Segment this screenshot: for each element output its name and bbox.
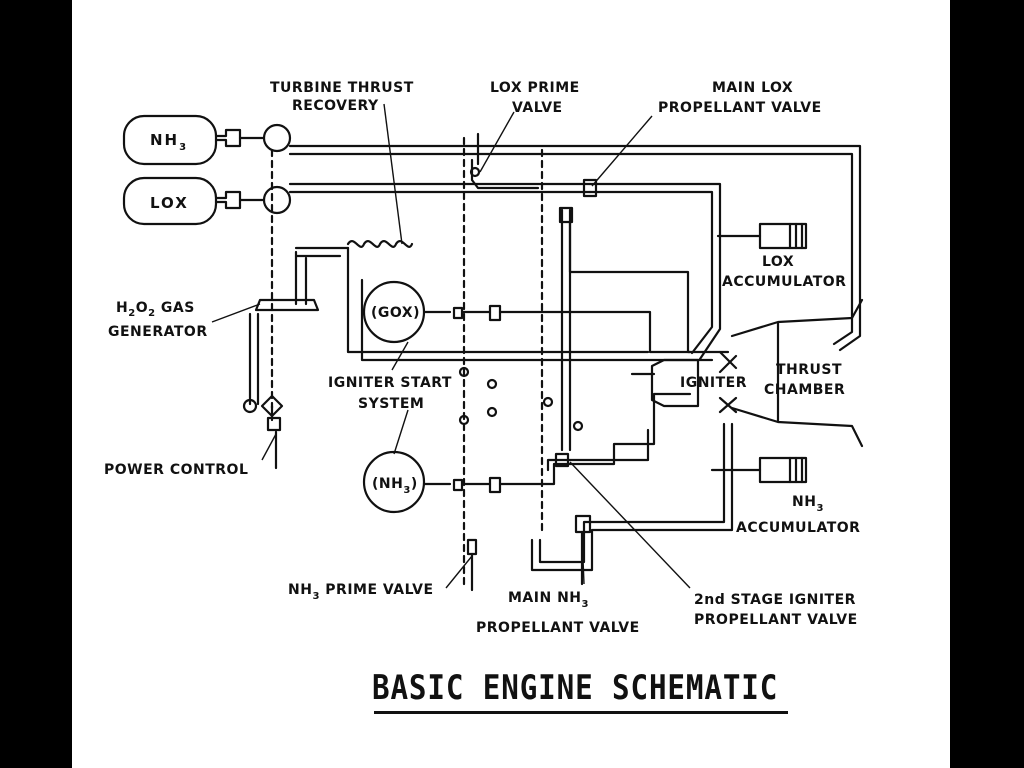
igniter-start-system-label-2: SYSTEM [358, 396, 424, 412]
title-underline [374, 711, 788, 714]
lox-accumulator-label-2: ACCUMULATOR [722, 274, 846, 290]
power-control-label: POWER CONTROL [104, 462, 248, 478]
lox-prime-valve-label-2: VALVE [512, 100, 563, 116]
schematic-title: BASIC ENGINE SCHEMATIC [372, 668, 779, 708]
igniter-label: IGNITER [680, 375, 747, 391]
nh3-tank-label: NH3 [150, 131, 188, 153]
thrust-chamber-label-1: THRUST [776, 362, 842, 378]
main-lox-propellant-valve-label-2: PROPELLANT VALVE [658, 100, 822, 116]
nh3-igniter-label: (NH3) [372, 476, 418, 496]
turbine-thrust-recovery-label-1: TURBINE THRUST [270, 80, 414, 96]
engine-schematic-diagram: NH3 LOX TURBINE THRUST RECOVERY LOX PRIM… [104, 80, 864, 636]
lox-tank-fitting [214, 190, 242, 210]
nh3-accumulator [758, 456, 808, 484]
second-stage-igniter-label-1: 2nd STAGE IGNITER [694, 592, 856, 608]
leader-lines [211, 103, 691, 589]
igniter-body [630, 358, 700, 408]
igniter-start-system-label-1: IGNITER START [328, 375, 452, 391]
schematic-sheet: NH3 LOX TURBINE THRUST RECOVERY LOX PRIM… [72, 0, 950, 768]
thrust-chamber [730, 298, 864, 448]
main-nh3-propellant-valve-label-2: PROPELLANT VALVE [476, 620, 640, 636]
gox-label: (GOX) [371, 305, 420, 321]
main-lox-propellant-valve-label-1: MAIN LOX [712, 80, 793, 96]
turbine-thrust-recovery-label-2: RECOVERY [292, 98, 379, 114]
lox-prime-valve-label-1: LOX PRIME [490, 80, 580, 96]
nh3-accumulator-label-2: ACCUMULATOR [736, 520, 860, 536]
h2o2-gas-generator [254, 298, 320, 312]
second-stage-igniter-label-2: PROPELLANT VALVE [694, 612, 858, 628]
nh3-pump [262, 123, 292, 153]
main-nh3-propellant-valve-label-1: MAIN NH3 [508, 590, 589, 610]
thrust-chamber-label-2: CHAMBER [764, 382, 845, 398]
main-lox-propellant-valve [582, 178, 598, 198]
nh3-tank-fitting [214, 128, 242, 148]
nh3-accumulator-label-1: NH3 [792, 494, 824, 514]
lox-pump [262, 185, 292, 215]
h2o2-gas-generator-label-2: GENERATOR [108, 324, 208, 340]
lox-accumulator-label-1: LOX [762, 254, 794, 270]
nh3-prime-valve [466, 538, 478, 556]
h2o2-gas-generator-label-1: H2O2 GAS [116, 300, 195, 319]
pipework [122, 114, 864, 592]
lox-prime-valve [469, 166, 481, 178]
lox-tank-label: LOX [150, 194, 189, 212]
nh3-prime-valve-label: NH3 PRIME VALVE [288, 582, 434, 602]
second-stage-igniter-valve [554, 452, 570, 468]
lox-accumulator [758, 222, 808, 250]
